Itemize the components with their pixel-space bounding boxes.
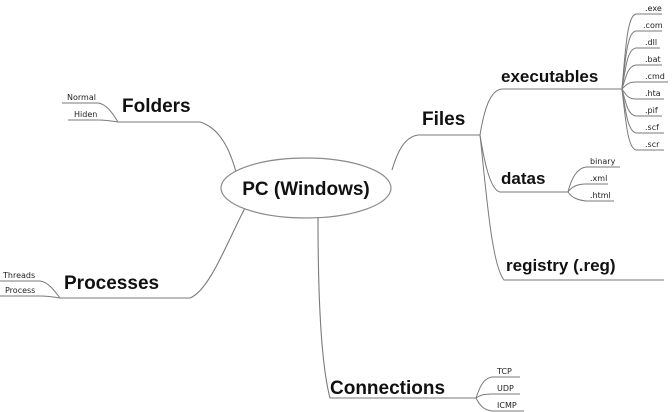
connector-center-folders (118, 121, 237, 173)
leaf-com: .com (643, 21, 663, 30)
leaf-scf: .scf (645, 123, 659, 132)
connector-folders-hiden (68, 119, 119, 123)
leaf-html: .html (590, 191, 611, 200)
center-node-label: PC (Windows) (242, 179, 370, 200)
subbranch-datas-label: datas (501, 169, 545, 188)
leaf-binary: binary (590, 157, 616, 166)
subbranch-executables-label: executables (501, 67, 598, 86)
connector-scr (621, 88, 664, 151)
connector-cmd (621, 81, 668, 90)
connector-center-files (391, 134, 480, 171)
branch-files-label: Files (422, 109, 465, 130)
leaf-xml: .xml (590, 174, 607, 183)
connector-hta (621, 88, 664, 100)
leaf-tcp: TCP (496, 367, 512, 376)
leaf-hta: .hta (645, 89, 661, 98)
executables-leaf-connectors (621, 13, 668, 151)
subbranch-registry-label: registry (.reg) (506, 256, 616, 275)
connector-files-executables (479, 88, 622, 136)
connector-files-datas (479, 134, 568, 193)
leaf-cmd: .cmd (645, 72, 665, 81)
connector-folders-normal (62, 102, 119, 123)
leaf-normal: Normal (67, 93, 96, 102)
connector-datas-binary (567, 166, 620, 193)
connector-connections-udp (475, 393, 520, 399)
leaf-scr: .scr (645, 140, 660, 149)
leaf-exe: .exe (645, 4, 662, 13)
connector-dll (621, 47, 660, 90)
connector-files-registry (479, 134, 664, 281)
leaf-udp: UDP (497, 384, 514, 393)
connector-com (621, 30, 662, 90)
connector-processes-process (0, 295, 61, 299)
branch-folders-label: Folders (122, 96, 191, 117)
leaf-pif: .pif (645, 106, 658, 115)
connector-processes-threads (0, 280, 61, 299)
branch-processes-label: Processes (64, 273, 159, 294)
leaf-icmp: ICMP (497, 401, 517, 410)
center-node-oval (220, 157, 392, 219)
leaf-bat: .bat (645, 55, 661, 64)
leaf-process: Process (5, 286, 35, 295)
leaf-hiden: Hiden (74, 110, 97, 119)
leaf-threads: Threads (2, 271, 35, 280)
connector-connections-icmp (475, 397, 524, 412)
connector-center-connections (317, 217, 476, 399)
connector-center-processes (60, 205, 247, 299)
connector-bat (621, 64, 662, 90)
connector-connections-tcp (475, 376, 520, 399)
branch-connections-label: Connections (330, 378, 445, 399)
leaf-dll: .dll (645, 38, 657, 47)
connector-datas-html (567, 191, 614, 202)
connector-datas-xml (567, 183, 608, 193)
